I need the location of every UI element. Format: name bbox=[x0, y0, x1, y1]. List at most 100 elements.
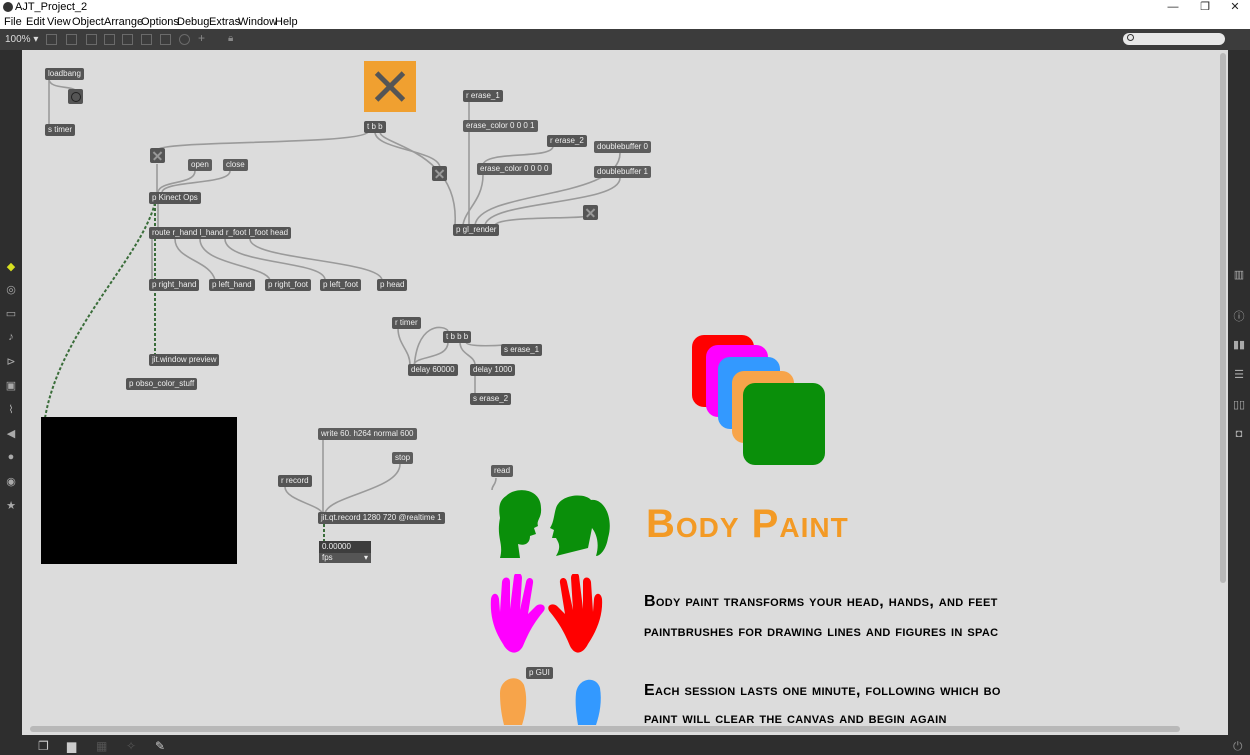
s-erase-2-object[interactable]: s erase_2 bbox=[470, 393, 512, 405]
p-right-foot-object[interactable]: p right_foot bbox=[265, 279, 312, 291]
route-object[interactable]: route r_hand l_hand r_foot l_foot head bbox=[149, 227, 292, 239]
list-icon[interactable]: ☰ bbox=[1234, 369, 1244, 381]
menu-extras[interactable]: Extras bbox=[209, 16, 241, 28]
star-icon[interactable]: ★ bbox=[6, 500, 16, 512]
feet-graphic bbox=[500, 678, 601, 725]
p-head-object[interactable]: p head bbox=[377, 279, 408, 291]
menu-help[interactable]: Help bbox=[275, 16, 298, 28]
jit-window-object[interactable]: jit.window preview bbox=[149, 354, 220, 366]
r-erase-1-object[interactable]: r erase_1 bbox=[463, 90, 503, 102]
vertical-scrollbar[interactable] bbox=[1220, 53, 1226, 583]
delay-60000-object[interactable]: delay 60000 bbox=[408, 364, 458, 376]
search-icon bbox=[1127, 34, 1134, 41]
grid-icon[interactable]: ▦ bbox=[96, 739, 108, 753]
write-message[interactable]: write 60. h264 normal 600 bbox=[318, 428, 417, 440]
p-kinect-ops-object[interactable]: p Kinect Ops bbox=[149, 192, 201, 204]
wrench-icon[interactable]: ✎ bbox=[155, 739, 166, 753]
left-sidebar: ◆ ◎ ▭ ♪ ⊳ ▣ ⌇ ◀ ● ◉ ★ bbox=[0, 50, 22, 735]
preview-window[interactable] bbox=[41, 417, 237, 564]
music-note-icon[interactable]: ♪ bbox=[8, 331, 14, 343]
read-message[interactable]: read bbox=[491, 465, 514, 477]
description-line-2: paintbrushes for drawing lines and figur… bbox=[644, 623, 999, 640]
p-left-foot-object[interactable]: p left_foot bbox=[320, 279, 362, 291]
doublebuffer-0-message[interactable]: doublebuffer 0 bbox=[594, 141, 652, 153]
info-icon[interactable]: ⓘ bbox=[1233, 311, 1245, 323]
doublebuffer-1-message[interactable]: doublebuffer 1 bbox=[594, 166, 652, 178]
cube-icon[interactable]: ◆ bbox=[6, 261, 16, 273]
menu-debug[interactable]: Debug bbox=[177, 16, 210, 28]
menu-file[interactable]: File bbox=[4, 16, 22, 28]
menu-object[interactable]: Object bbox=[72, 16, 104, 28]
ruler-icon[interactable]: ▭ bbox=[5, 308, 17, 320]
description-line-4: paint will clear the canvas and begin ag… bbox=[644, 710, 947, 724]
bang-icon[interactable] bbox=[122, 34, 133, 45]
menu-edit[interactable]: Edit bbox=[26, 16, 45, 28]
t-b-b-object[interactable]: t b b bbox=[364, 121, 386, 133]
loadbang-object[interactable]: loadbang bbox=[45, 68, 84, 80]
minimize-button[interactable]: — bbox=[1167, 1, 1179, 13]
stop-message[interactable]: stop bbox=[392, 452, 414, 464]
power-icon[interactable]: ◉ bbox=[6, 476, 16, 488]
erase-color-1-message[interactable]: erase_color 0 0 0 1 bbox=[463, 120, 538, 132]
menu-options[interactable]: Options bbox=[141, 16, 179, 28]
r-erase-2-object[interactable]: r erase_2 bbox=[547, 135, 587, 147]
presentation-icon[interactable]: ▆ bbox=[67, 739, 77, 753]
magic-icon[interactable]: ✧ bbox=[126, 739, 137, 753]
p-right-hand-object[interactable]: p right_hand bbox=[149, 279, 200, 291]
p-gui-object[interactable]: p GUI bbox=[526, 667, 553, 679]
book-icon[interactable]: ▮▮ bbox=[1232, 339, 1246, 351]
p-left-hand-object[interactable]: p left_hand bbox=[209, 279, 255, 291]
hands-graphic bbox=[490, 574, 603, 653]
jit-qt-record-object[interactable]: jit.qt.record 1280 720 @realtime 1 bbox=[318, 512, 445, 524]
menu-arrange[interactable]: Arrange bbox=[104, 16, 144, 28]
close-message[interactable]: close bbox=[223, 159, 248, 171]
new-message-icon[interactable] bbox=[66, 34, 77, 45]
bang-button[interactable] bbox=[68, 89, 83, 104]
image-icon[interactable]: ▣ bbox=[5, 380, 17, 392]
windows-icon[interactable]: ❐ bbox=[38, 739, 49, 753]
paperclip-icon[interactable]: ⌇ bbox=[8, 404, 14, 416]
plug-icon[interactable]: ◀ bbox=[6, 428, 16, 440]
comment-icon[interactable] bbox=[86, 34, 97, 45]
plus-icon[interactable]: + bbox=[198, 31, 206, 45]
doublebuffer-toggle[interactable] bbox=[583, 205, 598, 220]
render-toggle[interactable] bbox=[432, 166, 447, 181]
open-message[interactable]: open bbox=[188, 159, 212, 171]
menu-window[interactable]: Window bbox=[238, 16, 278, 28]
p-gl-render-object[interactable]: p gl_render bbox=[453, 224, 500, 236]
zoom-select[interactable]: 100% ▾ bbox=[5, 34, 39, 45]
s-erase-1-object[interactable]: s erase_1 bbox=[501, 344, 543, 356]
gear-icon[interactable]: ● bbox=[7, 451, 15, 463]
dial-icon[interactable] bbox=[179, 34, 190, 45]
main-toggle[interactable] bbox=[364, 61, 416, 112]
fps-menu[interactable]: fps▾ bbox=[319, 553, 371, 563]
horizontal-scrollbar[interactable] bbox=[30, 726, 1180, 732]
p-obso-color-object[interactable]: p obso_color_stuff bbox=[126, 378, 198, 390]
restore-button[interactable]: ❐ bbox=[1200, 1, 1210, 13]
kinect-toggle[interactable] bbox=[150, 148, 165, 163]
columns-icon[interactable]: ▥ bbox=[1233, 269, 1245, 281]
search-field[interactable] bbox=[1123, 33, 1225, 45]
toggle-icon[interactable] bbox=[104, 34, 115, 45]
erase-color-0-message[interactable]: erase_color 0 0 0 0 bbox=[477, 163, 552, 175]
s-timer-object[interactable]: s timer bbox=[45, 124, 75, 136]
lock-icon[interactable]: 🔒︎ bbox=[228, 33, 234, 44]
book-open-icon[interactable]: ▯▯ bbox=[1232, 399, 1246, 411]
slider-icon[interactable] bbox=[160, 34, 171, 45]
close-button[interactable]: ✕ bbox=[1230, 1, 1240, 13]
camera-icon[interactable]: ◘ bbox=[1235, 428, 1243, 440]
power-icon[interactable]: ⏻ bbox=[1233, 739, 1243, 753]
r-record-object[interactable]: r record bbox=[278, 475, 312, 487]
number-icon[interactable] bbox=[141, 34, 152, 45]
circle-target-icon[interactable]: ◎ bbox=[6, 284, 16, 296]
float-number-box[interactable]: 0.00000 bbox=[319, 541, 371, 553]
new-object-icon[interactable] bbox=[46, 34, 57, 45]
t-b-b-b-object[interactable]: t b b b bbox=[443, 331, 472, 343]
r-timer-object[interactable]: r timer bbox=[392, 317, 421, 329]
green-swatch bbox=[743, 383, 825, 465]
menu-view[interactable]: View bbox=[47, 16, 71, 28]
play-split-icon[interactable]: ⊳ bbox=[6, 356, 16, 368]
delay-1000-object[interactable]: delay 1000 bbox=[470, 364, 516, 376]
menu-bar: File Edit View Object Arrange Options De… bbox=[0, 15, 1250, 29]
